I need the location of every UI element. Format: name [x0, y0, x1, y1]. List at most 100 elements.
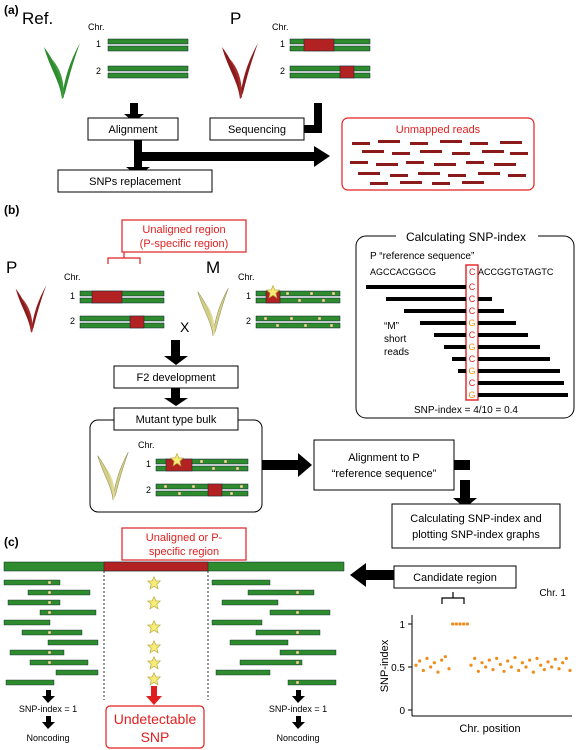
read-base-3: G: [468, 318, 475, 328]
unaligned-bracket: [107, 252, 141, 264]
right-result-arrows: [292, 690, 305, 729]
p-plant-icon-b: [15, 285, 47, 333]
y-tick-label-1: 0.5: [391, 663, 405, 674]
data-point-9: [447, 667, 451, 671]
unaligned-region-line1: Unaligned region: [142, 224, 225, 236]
section-a: (a) Ref. P Chr. 1 2 Chr. 1 2: [4, 3, 535, 193]
data-point-27: [513, 655, 517, 660]
short-reads: [366, 285, 568, 397]
ref-plant-icon: [44, 43, 80, 99]
left-aligned-reads: [3, 579, 99, 686]
data-point-19: [484, 665, 488, 669]
p-chr1-label-b: 1: [70, 291, 75, 301]
snp-index-calc-panel: Calculating SNP-index P “reference seque…: [355, 226, 575, 419]
snps-replacement-box: SNPs replacement: [57, 169, 213, 193]
alignment-to-p-line1: Alignment to P: [348, 452, 420, 464]
data-point-0: [414, 663, 418, 667]
ref-label: Ref.: [22, 9, 53, 28]
left-result-arrows: [42, 690, 55, 729]
data-point-29: [520, 661, 524, 665]
data-point-28: [517, 668, 521, 673]
noncoding-left: Noncoding: [26, 733, 69, 743]
f2-development-label: F2 development: [137, 372, 216, 384]
data-point-38: [553, 657, 557, 661]
unaligned-region-box-c: Unaligned or P- specific region: [121, 527, 247, 561]
read-base-8: C: [469, 378, 476, 388]
ref-seq-snp: C: [469, 267, 476, 277]
unaligned-c-line2: specific region: [149, 546, 219, 558]
alignment-box: Alignment: [87, 117, 179, 141]
p-label-b: P: [6, 258, 17, 277]
m-chromosome-2-b: [255, 315, 341, 329]
cross-symbol: X: [180, 319, 190, 335]
data-point-16: [473, 656, 477, 661]
unmapped-reads-box: Unmapped reads: [341, 117, 535, 191]
candidate-bracket: [441, 592, 465, 604]
calc-plot-box: Calculating SNP-index and plotting SNP-i…: [391, 503, 561, 549]
snps-replacement-label: SNPs replacement: [89, 176, 181, 188]
read-base-4: C: [469, 330, 476, 340]
section-b-label: (b): [4, 203, 19, 217]
m-reads-label-3: reads: [384, 347, 409, 358]
f2-development-box: F2 development: [113, 365, 239, 389]
p-chr-heading-b: Chr.: [64, 272, 81, 282]
m-reads-label-1: “M”: [384, 321, 399, 332]
candidate-region-box: Candidate region: [393, 565, 517, 589]
ref-chromosome-2: [107, 65, 189, 79]
right-aligned-reads: [211, 579, 337, 686]
p-chromosome-2: [289, 65, 371, 79]
data-point-2: [421, 668, 425, 673]
undetectable-snp-box: Undetectable SNP: [105, 705, 205, 749]
bulk-chromosome-1: [155, 453, 249, 472]
data-point-15: [469, 663, 473, 667]
y-tick-labels: 00.51: [391, 620, 412, 717]
mutant-bulk-label: Mutant type bulk: [136, 414, 217, 426]
p-chromosome-1: [289, 38, 371, 52]
data-point-10: [451, 622, 455, 626]
p-chr1-label: 1: [280, 39, 285, 49]
p-plant-icon: [222, 43, 258, 99]
section-c-label: (c): [4, 535, 19, 549]
bulk-chr-heading: Chr.: [138, 440, 155, 450]
data-point-40: [561, 661, 565, 665]
noncoding-right: Noncoding: [276, 733, 319, 743]
unaligned-region-box: Unaligned region (P-specific region): [121, 219, 247, 253]
data-point-3: [425, 656, 429, 661]
m-chr1-label-b: 1: [246, 291, 251, 301]
data-point-6: [436, 670, 440, 674]
data-point-25: [506, 659, 510, 663]
data-point-26: [509, 665, 513, 669]
data-point-12: [458, 622, 462, 626]
section-c: (c) Unaligned or P- specific region: [3, 527, 572, 749]
p-chr-heading: Chr.: [272, 22, 289, 32]
data-point-42: [568, 668, 572, 673]
unmapped-reads-label: Unmapped reads: [396, 124, 481, 136]
data-point-36: [546, 660, 550, 664]
data-point-32: [531, 670, 535, 674]
candidate-region-label: Candidate region: [413, 572, 497, 584]
y-tick-label-0: 0: [399, 706, 405, 717]
alignment-to-p-box: Alignment to P “reference sequence”: [313, 439, 470, 491]
sequencing-box: Sequencing: [209, 117, 305, 141]
snp-index-chart: Chr. 1 SNP-index Chr. position 00.51: [379, 588, 572, 735]
data-point-18: [480, 661, 484, 665]
read-base-7: G: [468, 366, 475, 376]
calc-plot-line2: plotting SNP-index graphs: [412, 529, 540, 541]
reference-chromosome-c: [3, 561, 345, 572]
read-base-0: C: [469, 282, 476, 292]
ref-seq-label: P “reference sequence”: [370, 251, 474, 262]
calc-plot-line1: Calculating SNP-index and: [410, 513, 541, 525]
undetectable-arrow: [146, 686, 162, 705]
section-b: (b) Unaligned region (P-specific region)…: [4, 203, 575, 549]
read-base-5: G: [468, 342, 475, 352]
m-reads-label-2: short: [384, 334, 406, 345]
data-point-22: [495, 656, 499, 661]
snp-index-left: SNP-index = 1: [19, 704, 77, 714]
data-point-23: [498, 662, 502, 667]
undetectable-line2: SNP: [141, 729, 170, 745]
data-point-33: [535, 656, 539, 661]
data-point-41: [564, 656, 568, 661]
data-point-24: [502, 669, 506, 673]
bulk-chromosome-2: [155, 483, 249, 497]
